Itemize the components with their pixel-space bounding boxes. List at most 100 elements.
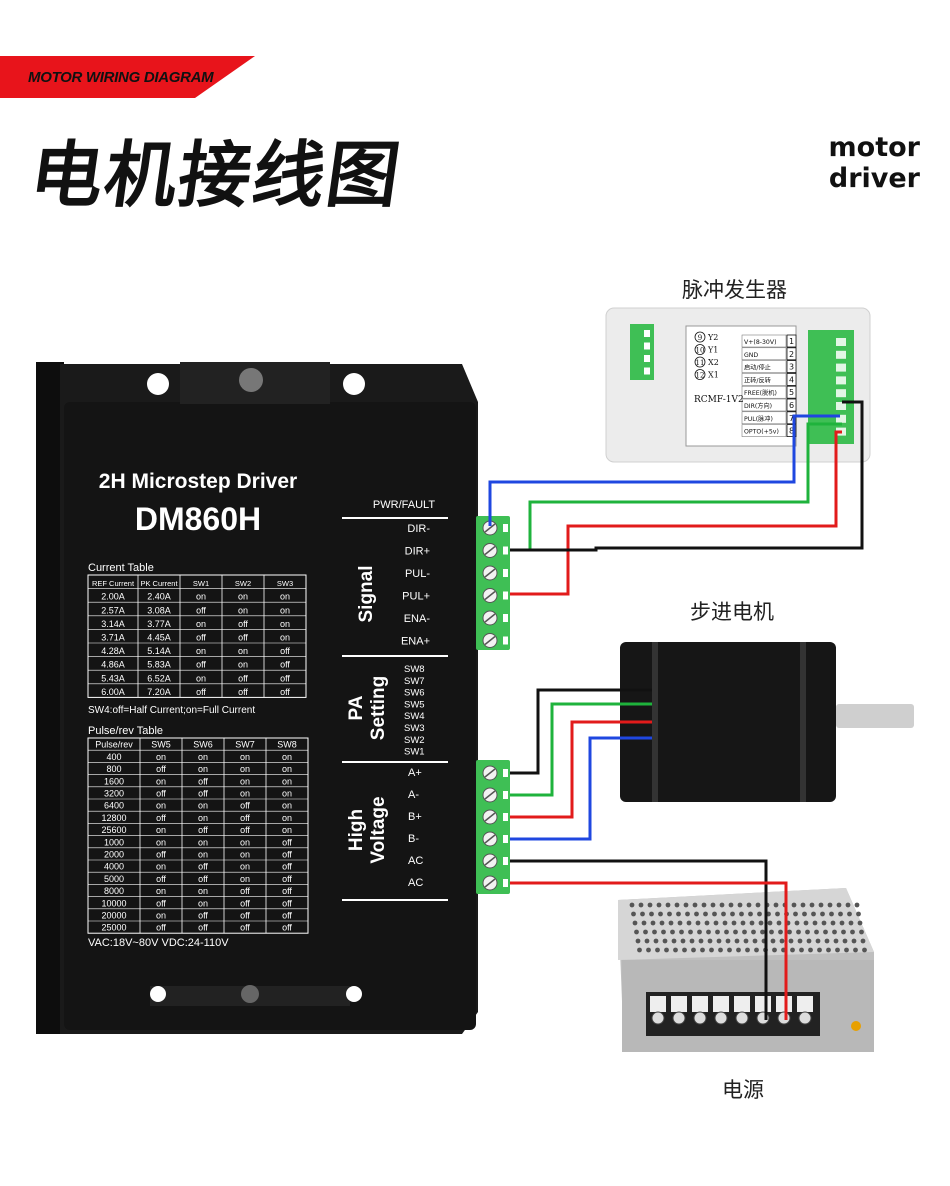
terminal-screw-icon[interactable] bbox=[672, 1011, 686, 1025]
table-cell: off bbox=[238, 633, 248, 643]
table-cell: 3.71A bbox=[101, 633, 125, 643]
pulse-generator-caption: 脉冲发生器 bbox=[682, 278, 787, 302]
table-cell: on bbox=[240, 776, 250, 786]
table-cell: 4000 bbox=[104, 862, 124, 872]
table-cell: on bbox=[156, 776, 166, 786]
table-cell: on bbox=[280, 605, 290, 615]
table-cell: on bbox=[280, 619, 290, 629]
table-header-cell: SW3 bbox=[277, 579, 293, 588]
table-cell: on bbox=[282, 789, 292, 799]
motor-shaft bbox=[836, 704, 914, 728]
terminal-screw-icon[interactable] bbox=[798, 1011, 812, 1025]
mount-hole-icon bbox=[150, 986, 166, 1002]
table-cell: off bbox=[196, 633, 206, 643]
table-cell: 5.83A bbox=[147, 660, 171, 670]
table-header-cell: SW5 bbox=[151, 740, 171, 750]
signal-terminal-block[interactable] bbox=[476, 516, 510, 650]
terminal-screw-icon[interactable] bbox=[693, 1011, 707, 1025]
power-led-icon bbox=[851, 1021, 861, 1031]
hv-pin-label: B+ bbox=[408, 811, 422, 823]
table-cell: off bbox=[156, 850, 166, 860]
table-cell: on bbox=[156, 801, 166, 811]
terminal-screw-icon[interactable] bbox=[735, 1011, 749, 1025]
table-cell: 6.00A bbox=[101, 687, 125, 697]
table-cell: 400 bbox=[106, 752, 121, 762]
pulse-generator-model: RCMF-1V2 bbox=[694, 395, 744, 405]
table-cell: off bbox=[238, 673, 248, 683]
table-cell: off bbox=[280, 660, 290, 670]
mount-hole-icon bbox=[346, 986, 362, 1002]
terminal-slot bbox=[503, 569, 508, 577]
pg-right-pin: 4 bbox=[789, 375, 794, 384]
table-cell: 4.28A bbox=[101, 646, 125, 656]
table-cell: on bbox=[198, 898, 208, 908]
table-cell: 4.45A bbox=[147, 633, 171, 643]
table-cell: off bbox=[156, 789, 166, 799]
signal-group-label: Signal bbox=[356, 565, 377, 622]
terminal-slot bbox=[503, 524, 508, 532]
hv-pin-label: AC bbox=[408, 855, 423, 867]
pa-switch-label: SW5 bbox=[404, 699, 425, 710]
pulse-generator-terminal-left[interactable] bbox=[630, 324, 654, 380]
table-cell: off bbox=[198, 825, 208, 835]
table-cell: off bbox=[280, 646, 290, 656]
pa-switch-label: SW1 bbox=[404, 747, 425, 758]
table-cell: on bbox=[156, 825, 166, 835]
table-cell: off bbox=[238, 619, 248, 629]
pg-left-pin: 9 bbox=[698, 334, 702, 342]
table-cell: on bbox=[156, 752, 166, 762]
current-table-title: Current Table bbox=[88, 562, 154, 574]
pa-group-label-2: Setting bbox=[368, 676, 389, 740]
pg-right-label: 启动/停止 bbox=[744, 364, 771, 372]
hv-pin-label: A- bbox=[408, 789, 419, 801]
power-terminal-block[interactable] bbox=[476, 760, 510, 894]
table-cell: off bbox=[282, 898, 292, 908]
terminal-screw-icon[interactable] bbox=[714, 1011, 728, 1025]
table-cell: off bbox=[196, 687, 206, 697]
pg-left-label: X2 bbox=[708, 358, 719, 367]
pg-right-pin: 8 bbox=[789, 427, 794, 436]
table-cell: off bbox=[282, 886, 292, 896]
table-cell: on bbox=[198, 801, 208, 811]
table-cell: 2.00A bbox=[101, 592, 125, 602]
table-cell: 6400 bbox=[104, 801, 124, 811]
table-cell: off bbox=[198, 776, 208, 786]
pg-left-label: Y1 bbox=[707, 346, 718, 355]
driver-model: DM860H bbox=[135, 501, 261, 537]
power-supply bbox=[618, 888, 874, 1052]
table-cell: off bbox=[198, 874, 208, 884]
table-cell: 6.52A bbox=[147, 673, 171, 683]
pg-right-label: DIR(方向) bbox=[744, 402, 772, 410]
terminal-screw-icon[interactable] bbox=[777, 1011, 791, 1025]
table-cell: off bbox=[240, 825, 250, 835]
table-cell: on bbox=[156, 911, 166, 921]
pulse-generator-terminal-right[interactable] bbox=[808, 330, 854, 444]
table-cell: on bbox=[282, 752, 292, 762]
table-cell: 12800 bbox=[101, 813, 126, 823]
table-cell: on bbox=[196, 646, 206, 656]
table-header-cell: SW2 bbox=[235, 579, 251, 588]
hv-pin-label: AC bbox=[408, 877, 423, 889]
table-cell: on bbox=[198, 837, 208, 847]
table-header-cell: Pulse/rev bbox=[95, 740, 133, 750]
table-cell: on bbox=[282, 801, 292, 811]
table-cell: on bbox=[240, 764, 250, 774]
pg-right-label: FREE(脱机) bbox=[744, 389, 777, 397]
table-cell: 3.77A bbox=[147, 619, 171, 629]
table-cell: 1000 bbox=[104, 837, 124, 847]
pg-left-pin: 12 bbox=[696, 372, 705, 380]
table-cell: on bbox=[280, 633, 290, 643]
table-cell: 3.14A bbox=[101, 619, 125, 629]
hv-group-label-2: Voltage bbox=[368, 796, 389, 863]
table-cell: off bbox=[238, 687, 248, 697]
wires bbox=[488, 400, 864, 1020]
signal-pin-label: ENA+ bbox=[401, 636, 430, 648]
pa-switch-label: SW2 bbox=[404, 735, 425, 746]
terminal-screw-icon[interactable] bbox=[651, 1011, 665, 1025]
table-cell: off bbox=[198, 789, 208, 799]
table-cell: 1600 bbox=[104, 776, 124, 786]
